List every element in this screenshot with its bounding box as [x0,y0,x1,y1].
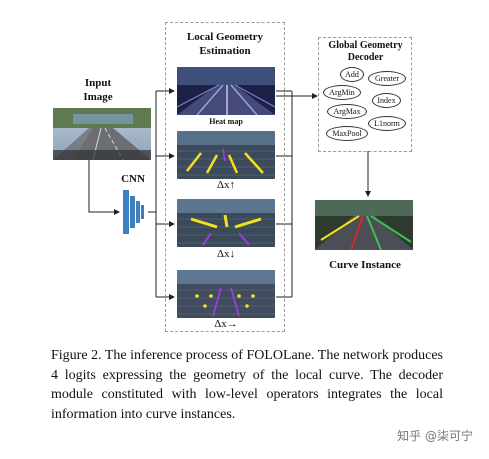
cnn-icon [121,186,149,238]
delta-right-image [177,270,275,318]
input-image-title: Input Image [83,77,113,103]
heat-map-label: Heat map [209,117,243,126]
figure-caption: Figure 2. The inference process of FOLOL… [51,348,443,422]
op-argmin: ArgMin [323,85,361,100]
delta-right-label: Δx→ [214,318,238,330]
delta-down-label: Δx↓ [216,248,236,260]
input-image [53,108,151,160]
op-maxpool: MaxPool [326,126,368,141]
local-geometry-title: Local Geometry Estimation [186,31,264,57]
op-l1norm: L1norm [368,116,406,131]
heatmap-image [177,67,275,115]
global-decoder-title: Global Geometry Decoder [328,40,403,63]
watermark: 知乎 @柒可宁 [397,429,473,443]
delta-up-label: Δx↑ [216,179,236,191]
op-add: Add [340,67,364,82]
op-greater: Greater [368,71,406,86]
curve-instance-label: Curve Instance [329,259,401,271]
delta-down-image [177,199,275,247]
op-argmax: ArgMax [327,104,367,119]
local-geometry-panel [165,22,285,332]
op-index: Index [372,93,401,108]
global-decoder-panel [318,37,412,152]
curve-instance-image [315,200,413,250]
cnn-label: CNN [121,173,145,185]
delta-up-image [177,131,275,179]
